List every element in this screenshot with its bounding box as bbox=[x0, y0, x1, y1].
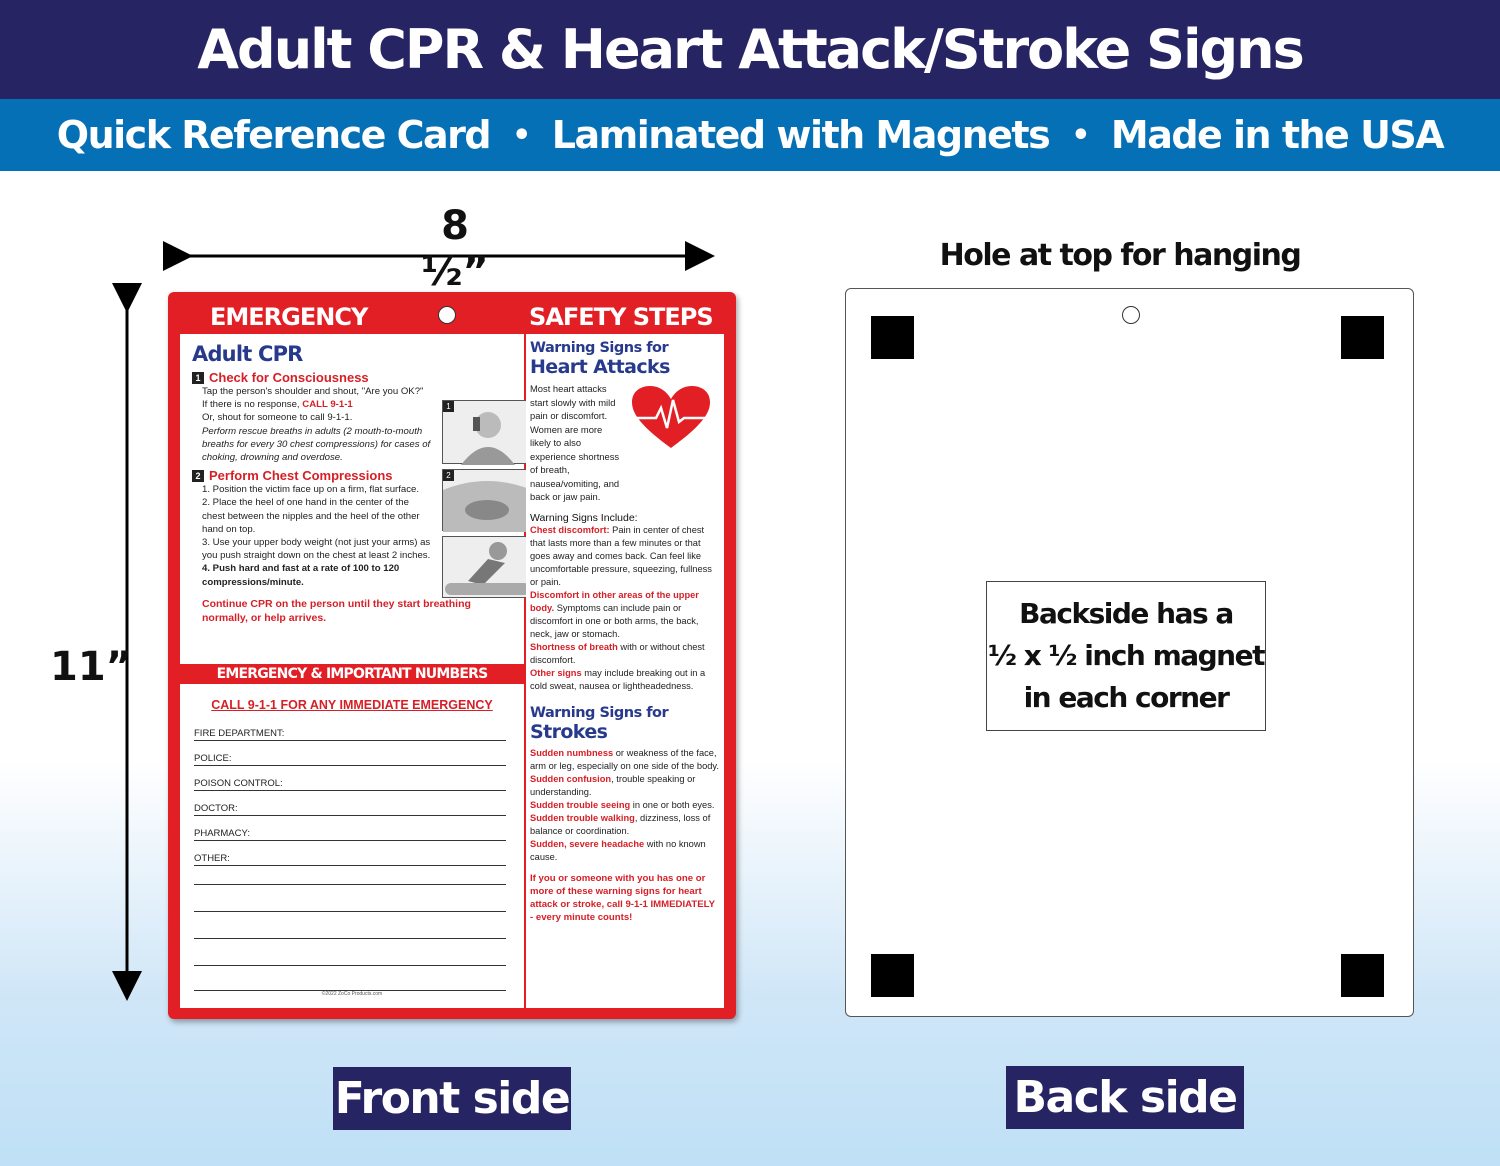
other-field: OTHER: bbox=[194, 853, 506, 866]
police-field: POLICE: bbox=[194, 753, 506, 766]
blank-line bbox=[194, 911, 506, 912]
heartbeat-heart-icon bbox=[632, 386, 710, 448]
feature-separator: • bbox=[1071, 117, 1090, 153]
hole-caption: Hole at top for hanging bbox=[939, 238, 1302, 273]
stroke-sign: Sudden numbness or weakness of the face,… bbox=[530, 747, 719, 771]
call-911-line: CALL 9-1-1 FOR ANY IMMEDIATE EMERGENCY bbox=[211, 698, 493, 712]
stroke-signs-list: Sudden numbness or weakness of the face,… bbox=[530, 747, 720, 864]
copyright: ©2022 ZoCo Products.com bbox=[321, 991, 383, 997]
feature-banner: Quick Reference Card • Laminated with Ma… bbox=[0, 99, 1500, 171]
feature-laminated: Laminated with Magnets bbox=[551, 113, 1051, 157]
step-2-item: 3. Use your upper body weight (not just … bbox=[202, 537, 431, 562]
heart-sign: Other signs may include breaking out in … bbox=[530, 667, 706, 691]
page-title: Adult CPR & Heart Attack/Stroke Signs bbox=[197, 18, 1304, 81]
step-1-line: If there is no response, CALL 9-1-1 bbox=[202, 399, 353, 411]
width-dimension-label: 8 ½” bbox=[421, 203, 489, 295]
stroke-title-small: Warning Signs for bbox=[530, 704, 669, 721]
blank-line bbox=[194, 938, 506, 939]
magnet-info-line: in each corner bbox=[1023, 681, 1230, 714]
warning-signs-panel: Warning Signs for Heart Attacks Most hea… bbox=[526, 334, 724, 1008]
back-side-label: Back side bbox=[1006, 1066, 1244, 1129]
step-1-line: Or, shout for someone to call 9-1-1. bbox=[202, 412, 353, 424]
hanging-hole bbox=[1122, 306, 1140, 324]
front-side-label: Front side bbox=[333, 1067, 571, 1130]
card-header-safety-steps: SAFETY STEPS bbox=[529, 303, 714, 331]
step-2-item: 4. Push hard and fast at a rate of 100 t… bbox=[202, 563, 400, 588]
front-card: EMERGENCY SAFETY STEPS Adult CPR 1 Check… bbox=[168, 292, 736, 1019]
blank-line bbox=[194, 990, 506, 991]
card-header-emergency: EMERGENCY bbox=[210, 303, 368, 331]
step-2-title: Perform Chest Compressions bbox=[209, 468, 393, 484]
call-911-text: CALL 9-1-1 bbox=[302, 399, 353, 411]
rescue-breaths-note: Perform rescue breaths in adults (2 mout… bbox=[202, 425, 431, 464]
heart-signs-list: Chest discomfort: Pain in center of ches… bbox=[530, 524, 720, 693]
continue-cpr-note: Continue CPR on the person until they st… bbox=[202, 597, 471, 624]
step-2-number: 2 bbox=[192, 469, 204, 482]
heart-title: Heart Attacks bbox=[530, 356, 670, 378]
step-2-list: 1. Position the victim face up on a firm… bbox=[192, 483, 432, 589]
heart-sign: Shortness of breath with or without ches… bbox=[530, 641, 705, 665]
stroke-sign: Sudden confusion, trouble speaking or un… bbox=[530, 773, 696, 797]
hanging-hole bbox=[438, 306, 456, 324]
magnet-bottom-right bbox=[1341, 954, 1384, 997]
magnet-top-left bbox=[871, 316, 914, 359]
pharmacy-field: PHARMACY: bbox=[194, 828, 506, 841]
adult-cpr-panel: Adult CPR 1 Check for Consciousness Tap … bbox=[180, 334, 532, 664]
important-numbers-panel: CALL 9-1-1 FOR ANY IMMEDIATE EMERGENCY F… bbox=[180, 684, 524, 1008]
step-1-title: Check for Consciousness bbox=[209, 370, 369, 385]
step-2-item: 2. Place the heel of one hand in the cen… bbox=[202, 497, 420, 535]
step-1-text: Tap the person's shoulder and shout, "Ar… bbox=[192, 385, 432, 464]
heart-intro-short: Most heart attacks start slowly with mil… bbox=[530, 382, 624, 504]
heart-intro: Most heart attacks start slowly with mil… bbox=[530, 383, 620, 502]
call-911-note: If you or someone with you has one or mo… bbox=[530, 872, 715, 923]
magnet-info-line: ½ x ½ inch magnet bbox=[987, 639, 1266, 672]
stroke-sign: Sudden trouble seeing in one or both eye… bbox=[530, 799, 715, 810]
feature-separator: • bbox=[512, 117, 531, 153]
height-dimension-label: 11” bbox=[50, 644, 132, 690]
magnet-info-line: Backside has a bbox=[1019, 597, 1234, 630]
important-numbers-header: EMERGENCY & IMPORTANT NUMBERS bbox=[216, 666, 489, 682]
step-2-heading: 2 Perform Chest Compressions bbox=[192, 468, 524, 483]
cpr-title: Adult CPR bbox=[192, 342, 303, 366]
magnet-bottom-left bbox=[871, 954, 914, 997]
heart-sign: Discomfort in other areas of the upper b… bbox=[530, 589, 699, 639]
step-1-number: 1 bbox=[192, 371, 204, 384]
cpr-illustration-phone: 1 bbox=[442, 400, 531, 465]
stroke-title: Strokes bbox=[530, 720, 608, 743]
magnet-top-right bbox=[1341, 316, 1384, 359]
heart-title-small: Warning Signs for bbox=[530, 340, 669, 356]
step-2-item: 1. Position the victim face up on a firm… bbox=[202, 484, 420, 496]
stroke-sign: Sudden trouble walking, dizziness, loss … bbox=[530, 812, 711, 836]
doctor-field: DOCTOR: bbox=[194, 803, 506, 816]
blank-line bbox=[194, 965, 506, 966]
heart-sign: Chest discomfort: Pain in center of ches… bbox=[530, 524, 712, 587]
step-1-line: Tap the person's shoulder and shout, "Ar… bbox=[202, 386, 424, 397]
poison-control-field: POISON CONTROL: bbox=[194, 778, 506, 791]
feature-quick-reference: Quick Reference Card bbox=[56, 113, 492, 157]
top-banner: Adult CPR & Heart Attack/Stroke Signs bbox=[0, 0, 1500, 99]
cpr-illustration-compressions bbox=[442, 536, 531, 598]
magnet-info-box: Backside has a ½ x ½ inch magnet in each… bbox=[986, 581, 1266, 731]
fire-department-field: FIRE DEPARTMENT: bbox=[194, 728, 506, 741]
warning-signs-header: Warning Signs Include: bbox=[530, 511, 638, 524]
stroke-sign: Sudden, severe headache with no known ca… bbox=[530, 838, 706, 862]
feature-made-in-usa: Made in the USA bbox=[1110, 113, 1445, 157]
blank-line bbox=[194, 884, 506, 885]
step-1-heading: 1 Check for Consciousness bbox=[192, 370, 524, 385]
cpr-illustration-hands: 2 bbox=[442, 469, 532, 532]
